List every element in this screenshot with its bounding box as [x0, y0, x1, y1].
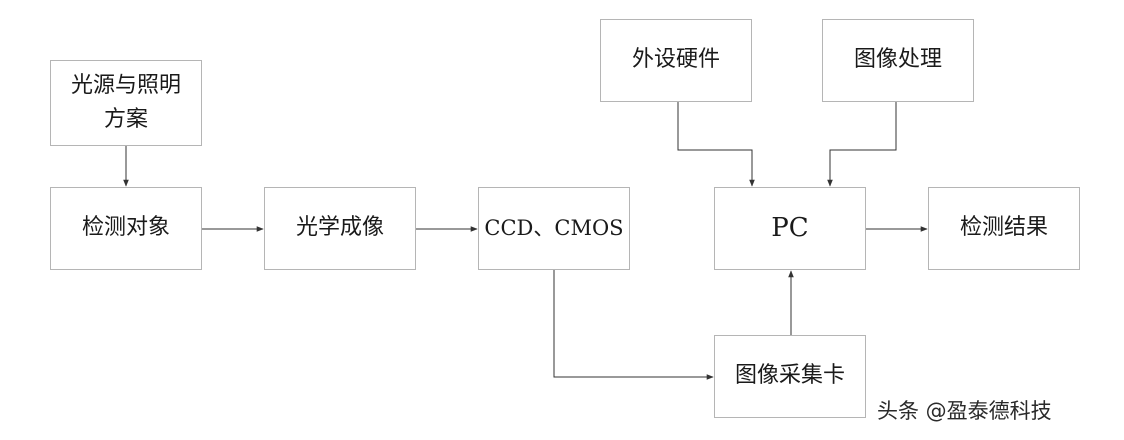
node-inspection-result-label: 检测结果 [959, 215, 1048, 241]
node-inspection-object: 检测对象 [50, 187, 202, 270]
node-optical-imaging: 光学成像 [264, 187, 416, 270]
node-pc-label: PC [771, 213, 809, 244]
node-peripheral-hardware: 外设硬件 [600, 19, 752, 102]
node-optical-imaging-label: 光学成像 [295, 215, 384, 241]
node-image-sensor-label: CCD、CMOS [484, 216, 624, 241]
node-light-source-line1: 光源与照明 [70, 72, 181, 98]
node-image-sensor: CCD、CMOS [478, 187, 630, 270]
node-inspection-object-label: 检测对象 [81, 215, 170, 241]
node-peripheral-hardware-label: 外设硬件 [631, 47, 720, 73]
node-frame-grabber: 图像采集卡 [714, 335, 866, 418]
node-inspection-result: 检测结果 [928, 187, 1080, 270]
node-pc: PC [714, 187, 866, 270]
node-image-processing-label: 图像处理 [853, 47, 942, 73]
node-light-source-line2: 方案 [103, 107, 148, 132]
edge-sensor-to-grabber [553, 270, 714, 380]
edge-pc-imageprocessing-bidirectional [827, 96, 899, 187]
node-light-source: 光源与照明 方案 [50, 60, 202, 146]
watermark-text: 头条 @盈泰德科技 [877, 399, 1052, 423]
edge-pc-peripherals-bidirectional [675, 96, 755, 187]
node-frame-grabber-label: 图像采集卡 [734, 363, 845, 389]
node-image-processing: 图像处理 [822, 19, 974, 102]
